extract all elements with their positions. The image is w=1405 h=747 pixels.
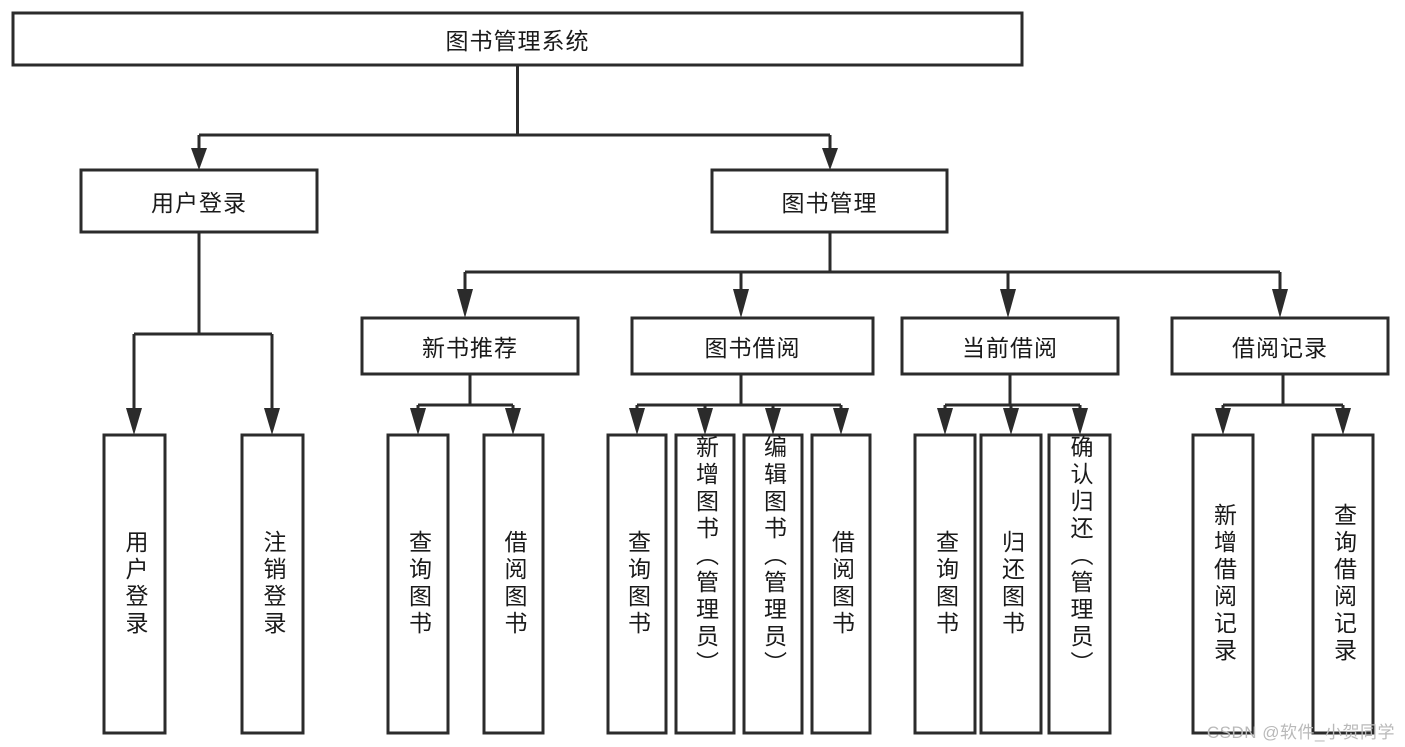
node-leaf-edit-book[interactable] xyxy=(742,433,804,735)
node-current-borrow[interactable] xyxy=(900,316,1120,376)
arrow-head-leaf-query-book-borrow xyxy=(629,408,645,435)
arrow-head-leaf-query-book-current xyxy=(937,408,953,435)
connector-layer xyxy=(126,65,1351,435)
arrow-head-leaf-add-borrow-record xyxy=(1215,408,1231,435)
arrow-head-leaf-borrow-book xyxy=(833,408,849,435)
arrow-head-leaf-query-borrow-record xyxy=(1335,408,1351,435)
node-leaf-user-login[interactable] xyxy=(102,433,167,735)
arrow-head-leaf-add-book xyxy=(697,408,713,435)
node-leaf-query-borrow-record[interactable] xyxy=(1311,433,1375,735)
node-leaf-add-book[interactable] xyxy=(674,433,736,735)
node-leaf-borrow-book-recommend[interactable] xyxy=(482,433,545,735)
arrow-head-leaf-borrow-book-recommend xyxy=(505,408,521,435)
node-leaf-query-book-borrow[interactable] xyxy=(606,433,668,735)
arrow-head-leaf-confirm-return xyxy=(1072,408,1088,435)
arrow-head-leaf-return-book xyxy=(1003,408,1019,435)
node-root[interactable] xyxy=(11,11,1024,67)
arrow-head-current-borrow xyxy=(1000,289,1016,318)
node-leaf-query-book-recommend[interactable] xyxy=(386,433,450,735)
arrow-head-borrow-record xyxy=(1272,289,1288,318)
node-book-management[interactable] xyxy=(710,168,949,234)
node-leaf-confirm-return[interactable] xyxy=(1047,433,1112,735)
node-book-borrow[interactable] xyxy=(630,316,875,376)
arrow-head-new-book-recommend xyxy=(457,289,473,318)
arrow-head-user-login xyxy=(191,148,207,170)
arrow-head-leaf-query-book-recommend xyxy=(410,408,426,435)
node-leaf-add-borrow-record[interactable] xyxy=(1191,433,1255,735)
arrow-head-leaf-user-login xyxy=(126,408,142,435)
arrow-head-book-management xyxy=(822,148,838,170)
node-leaf-return-book[interactable] xyxy=(979,433,1043,735)
arrow-head-leaf-edit-book xyxy=(765,408,781,435)
node-new-book-recommend[interactable] xyxy=(360,316,580,376)
node-leaf-borrow-book[interactable] xyxy=(810,433,872,735)
arrow-head-leaf-logout-login xyxy=(264,408,280,435)
node-user-login[interactable] xyxy=(79,168,319,234)
watermark-text: CSDN @软件_小贺同学 xyxy=(1206,723,1395,742)
node-borrow-record[interactable] xyxy=(1170,316,1390,376)
node-leaf-logout-login[interactable] xyxy=(240,433,305,735)
arrow-head-book-borrow xyxy=(733,289,749,318)
node-leaf-query-book-current[interactable] xyxy=(913,433,977,735)
node-box-layer xyxy=(11,11,1390,735)
